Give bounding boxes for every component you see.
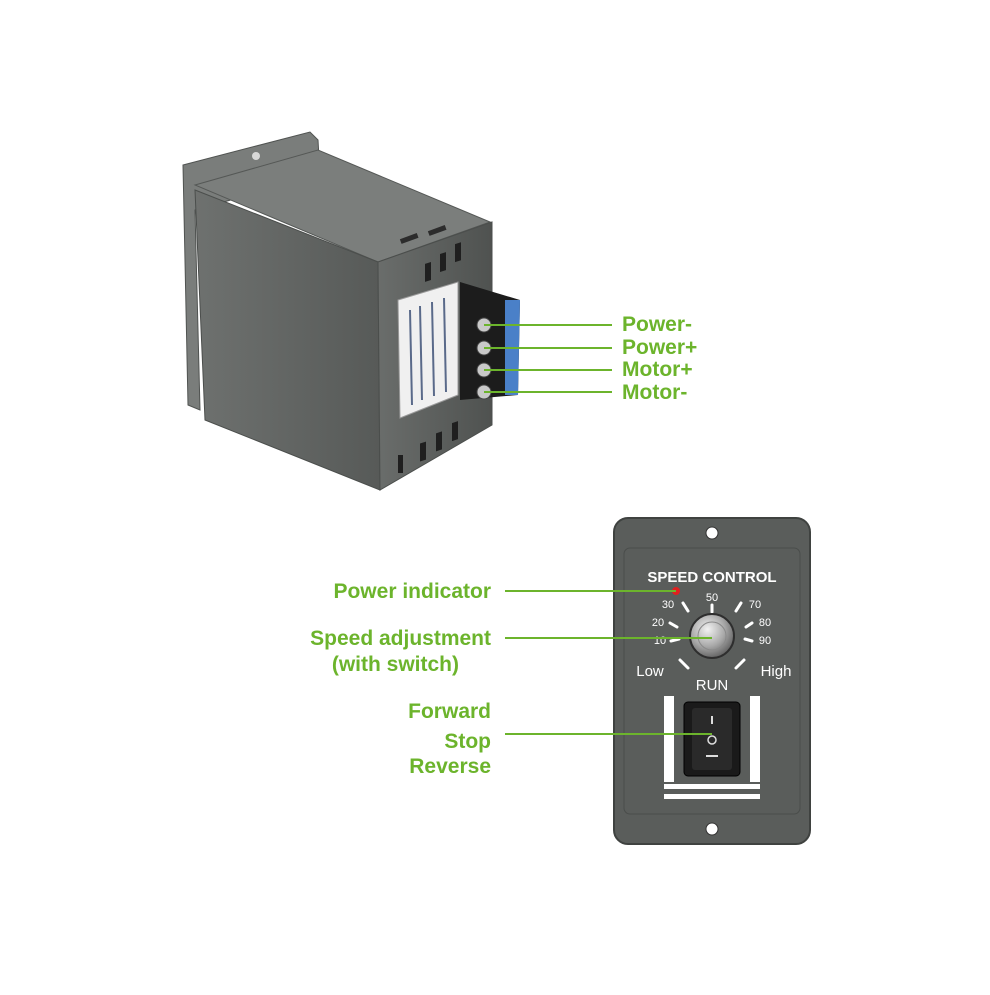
callout-speed-adjustment-sub: (with switch) [331,653,459,676]
dial-mark-90: 90 [759,635,771,647]
dial-mark-80: 80 [759,617,771,629]
callout-power-indicator: Power indicator [333,580,491,603]
terminal-block [460,282,520,400]
panel-bottom-hole [705,822,719,836]
panel-title: SPEED CONTROL [647,569,776,586]
sticker-print-lines [409,297,447,406]
dial-mark-70: 70 [749,599,761,611]
speed-knob[interactable] [689,613,735,659]
dial-mark-20: 20 [652,617,664,629]
terminal-label-power-minus: Power- [622,313,693,336]
run-label: RUN [696,677,729,694]
low-label: Low [636,663,664,680]
terminal-label-power-plus: Power+ [622,336,698,359]
dial-mark-50: 50 [706,592,718,604]
dial-mark-10: 10 [654,635,666,647]
callout-stop: Stop [444,730,491,753]
vent-slots-top [425,242,461,282]
controller-housing [182,131,520,491]
control-panel: SPEED CONTROL 10 20 30 50 70 80 90 Low H… [613,517,811,845]
flange-screw-hole [252,152,260,160]
terminal-label-motor-plus: Motor+ [622,358,693,381]
terminal-label-motor-minus: Motor- [622,381,688,404]
callout-reverse: Reverse [409,755,491,778]
terminal-leader-lines [484,324,612,393]
panel-plate [613,517,811,845]
high-label: High [761,663,792,680]
panel-top-hole [705,526,719,540]
panel-leader-lines [505,590,712,735]
callout-forward: Forward [408,700,491,723]
dial-ticks [668,601,754,670]
callout-speed-adjustment: Speed adjustment [310,627,491,650]
vent-slots-bottom [420,421,458,462]
spec-label-sticker [397,281,459,419]
dial-mark-30: 30 [662,599,674,611]
